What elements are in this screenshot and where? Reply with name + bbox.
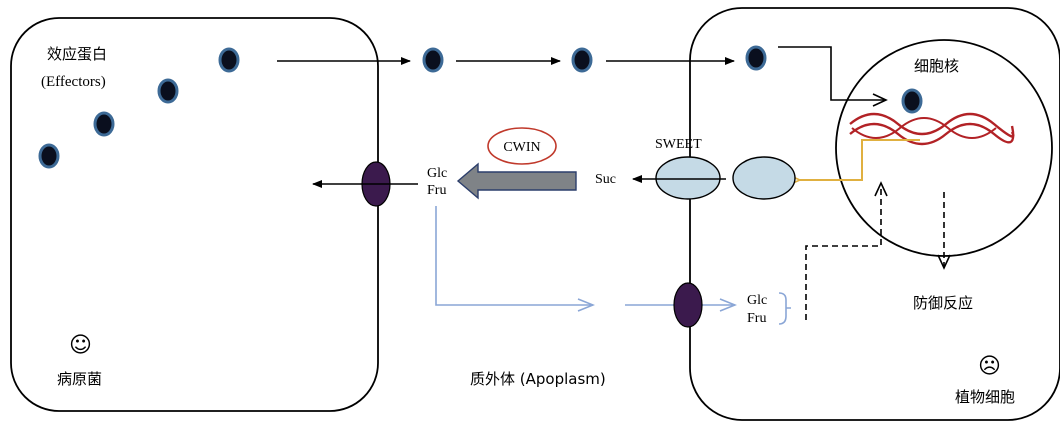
sweet-induction-arrow xyxy=(800,139,920,180)
plant-fru-label: Fru xyxy=(747,311,766,326)
effector-dot xyxy=(218,47,240,73)
frown-icon: ☹ xyxy=(978,354,1001,379)
pathogen-cell-boundary xyxy=(10,17,379,412)
effector-dot xyxy=(93,111,115,137)
hexose-flow-arrow-1 xyxy=(435,206,593,305)
nucleus-label: 细胞核 xyxy=(914,57,959,75)
sweet-transporter-membrane xyxy=(655,156,721,200)
hexose-bracket xyxy=(778,292,791,325)
cwin-label: CWIN xyxy=(503,140,540,155)
sweet-label: SWEET xyxy=(655,137,702,152)
effector-arrow-to-nucleus xyxy=(778,46,888,107)
effectors-label-en: (Effectors) xyxy=(41,74,106,90)
effector-dots-pathogen xyxy=(38,47,240,169)
apoplasm-label: 质外体 (Apoplasm) xyxy=(470,370,606,388)
plant-glc-label: Glc xyxy=(747,293,767,308)
plant-hexose-transporter xyxy=(673,282,703,328)
pathogen-fru-label: Fru xyxy=(427,183,446,198)
defense-label: 防御反应 xyxy=(913,294,973,312)
effector-secretion-arrows xyxy=(277,46,888,107)
pathogen-name: 病原菌 xyxy=(57,370,102,388)
effector-dot xyxy=(422,47,444,73)
cwin-arrow xyxy=(456,162,577,200)
plant-cell-boundary xyxy=(689,7,1060,421)
effector-dots-secreted xyxy=(422,45,923,114)
effector-dot xyxy=(157,78,179,104)
suc-label: Suc xyxy=(595,172,616,187)
pathogen-glc-label: Glc xyxy=(427,166,447,181)
effector-dot xyxy=(38,143,60,169)
effectors-label-cn: 效应蛋白 xyxy=(47,45,107,63)
plant-cell-name: 植物细胞 xyxy=(955,388,1015,406)
effector-dot xyxy=(745,45,767,71)
effector-dot xyxy=(571,47,593,73)
sweet-transporter-cytoplasm xyxy=(732,156,796,200)
smiley-icon: ☺ xyxy=(69,333,92,358)
effector-dot xyxy=(901,88,923,114)
cwin-enzyme xyxy=(487,127,557,165)
hexose-signal-arrow xyxy=(805,181,888,320)
dna-helix xyxy=(849,112,1015,146)
